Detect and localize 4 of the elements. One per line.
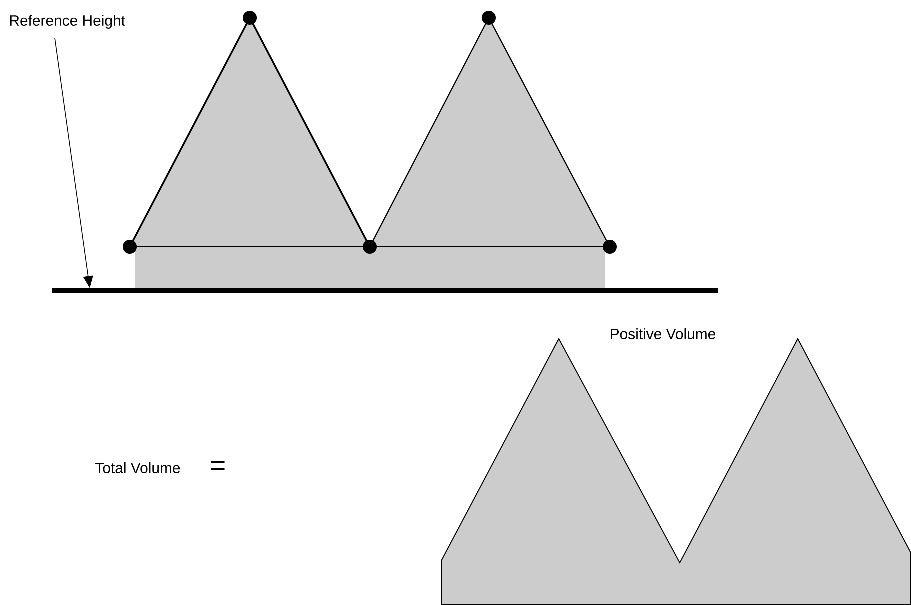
label-text: Reference Height [10,15,126,29]
label-text: Positive Volume [611,328,716,340]
equals-sign: = [211,461,225,470]
label-text: Total Volume [96,462,180,474]
